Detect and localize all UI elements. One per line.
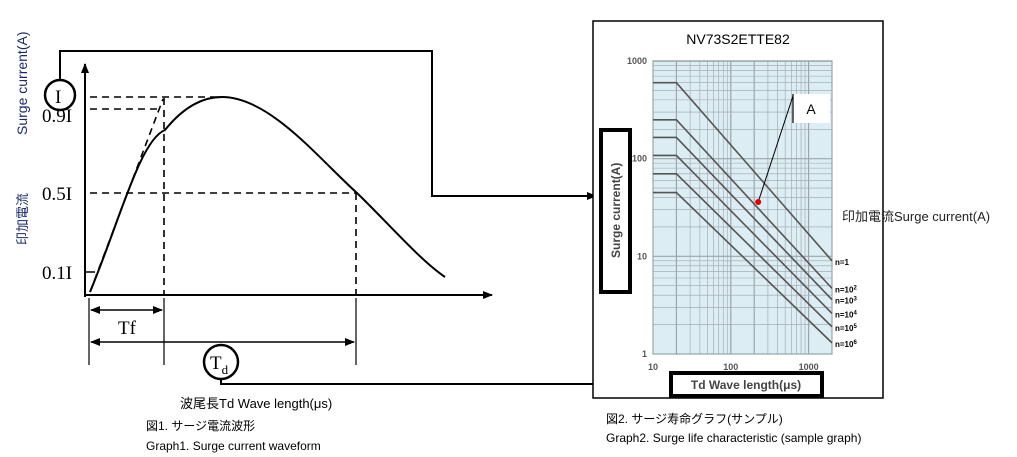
x-tick-label: 1000 — [799, 362, 819, 372]
connector-wavelength — [220, 379, 670, 388]
x-label-box-text: Td Wave length(μs) — [691, 378, 801, 392]
x-tick-label: 100 — [723, 362, 738, 372]
td-symbol: Td — [210, 353, 229, 377]
series-label: n=103 — [835, 297, 857, 306]
series-line — [653, 191, 833, 344]
dashed-guides — [89, 96, 357, 295]
series-labels: n=1 n=102 n=103 n=104 n=105 n=106 — [835, 258, 857, 349]
caption-jp-1: 図1. サージ電流波形 — [146, 419, 255, 433]
annotation-leader — [757, 95, 794, 203]
level-0.1I: 0.1I — [42, 263, 72, 284]
y-tick-label: 1 — [642, 349, 647, 359]
peak-current-symbol: I — [55, 87, 61, 108]
y-tick-label: 1000 — [627, 56, 647, 66]
y-axis-label-en: Surge current(A) — [14, 32, 30, 135]
y-axis-label: 印加電流 Surge current(A) — [14, 32, 30, 245]
caption-en-2: Graph2. Surge life characteristic (sampl… — [606, 431, 861, 445]
y-axis-label-jp: 印加電流 — [15, 193, 30, 245]
annotation-box — [793, 94, 830, 123]
caption-en-1: Graph1. Surge current waveform — [146, 439, 321, 453]
y-label-box — [599, 128, 632, 294]
y-tick-label: 10 — [637, 251, 647, 261]
x-label-box — [669, 371, 824, 398]
series-line — [653, 119, 833, 289]
annotation-a: A — [755, 94, 830, 206]
y-label-box-text: Surge current(A) — [609, 163, 623, 258]
surge-waveform-curve — [89, 95, 446, 293]
connector-current — [59, 50, 597, 200]
level-0.9I: 0.9I — [42, 106, 72, 127]
x-axis-label: 波尾長Td Wave length(μs) — [180, 396, 332, 411]
level-0.5I: 0.5I — [42, 184, 72, 205]
y-tick-label: 100 — [632, 154, 647, 164]
chart-title: NV73S2ETTE82 — [686, 31, 790, 47]
right-axis-label: 印加電流Surge current(A) — [842, 209, 990, 224]
caption-jp-2: 図2. サージ寿命グラフ(サンプル) — [606, 411, 783, 426]
series-label: n=105 — [835, 324, 857, 333]
series-label: n=102 — [835, 285, 857, 294]
annotation-label: A — [806, 101, 816, 117]
series-label: n=106 — [835, 340, 857, 349]
tf-label: Tf — [118, 318, 137, 339]
waveform-diagram: 0.9I 0.5I 0.1I Tf 印加電流 Surge current(A) … — [14, 32, 493, 453]
series-line — [653, 154, 833, 315]
series-line — [653, 136, 833, 301]
series-lines — [653, 81, 833, 344]
annotation-point — [755, 199, 762, 206]
series-line — [653, 81, 833, 262]
series-label: n=1 — [835, 258, 850, 267]
x-tick-label: 10 — [648, 362, 658, 372]
series-line — [653, 172, 833, 328]
series-label: n=104 — [835, 310, 857, 319]
